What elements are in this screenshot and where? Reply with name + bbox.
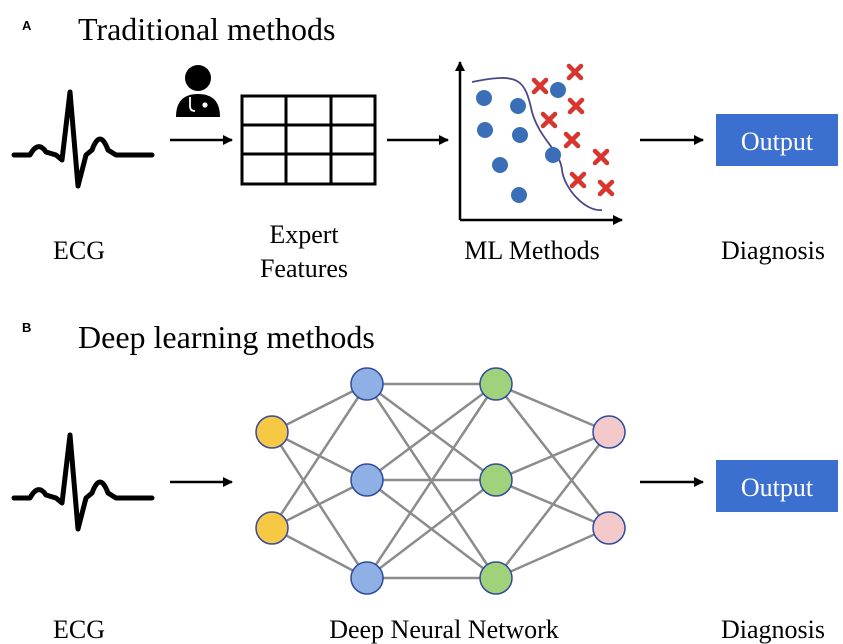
panel-a-letter: A [22,18,32,33]
class-a-point [476,90,492,106]
network-label: Deep Neural Network [329,615,559,644]
diagnosis-label-a: Diagnosis [721,236,825,265]
output-node [592,511,626,545]
panel-b-letter: B [22,320,31,335]
expert-label-line1: Expert [269,220,339,249]
hidden1-node [350,367,384,401]
hidden2-node [479,367,513,401]
nn-edge [495,430,610,482]
class-b-cross-icon [569,171,587,189]
hidden1-node [350,463,384,497]
hidden2-node [479,463,513,497]
nn-edge [270,383,369,529]
class-a-point [477,122,493,138]
class-b-cross-icon [563,131,581,149]
ml-scatter-plot [455,61,623,225]
class-a-point [511,187,527,203]
panel-a-title: Traditional methods [78,11,335,47]
class-b-cross-icon [566,63,584,81]
class-a-point [545,147,561,163]
output-label-b: Output [741,473,814,502]
panel-a: A Traditional methods [11,11,838,283]
class-a-point [492,157,508,173]
diagnosis-label-b: Diagnosis [721,615,825,644]
class-b-cross-icon [567,97,585,115]
ecg-label-b: ECG [53,615,105,644]
nn-edge [365,383,498,579]
class-b-cross-icon [592,148,610,166]
nn-edge [495,526,610,580]
class-a-point [512,127,528,143]
input-node [255,415,289,449]
ml-methods-label: ML Methods [464,236,600,265]
input-node [255,511,289,545]
nn-edge [271,382,368,434]
hidden1-node [350,561,384,595]
output-box-a [716,114,838,166]
nn-edge [366,479,497,579]
class-b-cross-icon [531,77,549,95]
output-box-b [716,460,838,512]
features-table-icon [240,94,377,186]
panel-b: B Deep learning methods Output ECG Deep … [11,319,838,644]
doctor-icon [176,65,220,117]
class-a-point [510,98,526,114]
neural-network [255,367,626,595]
nn-edge [271,478,368,530]
nn-edge [271,526,368,580]
hidden2-node [479,561,513,595]
output-label-a: Output [741,127,814,156]
panel-b-title: Deep learning methods [78,319,375,355]
nn-edge [495,431,610,579]
expert-label-line2: Features [260,254,348,283]
nn-edge [495,382,610,434]
nn-edge [366,382,497,482]
decision-boundary [471,77,603,211]
ecg-waveform-icon [11,89,155,189]
class-b-cross-icon [540,111,558,129]
class-a-point [550,82,566,98]
ecg-label-a: ECG [53,236,105,265]
class-b-cross-icon [597,179,615,197]
output-node [592,415,626,449]
ecg-waveform-icon [11,432,155,532]
